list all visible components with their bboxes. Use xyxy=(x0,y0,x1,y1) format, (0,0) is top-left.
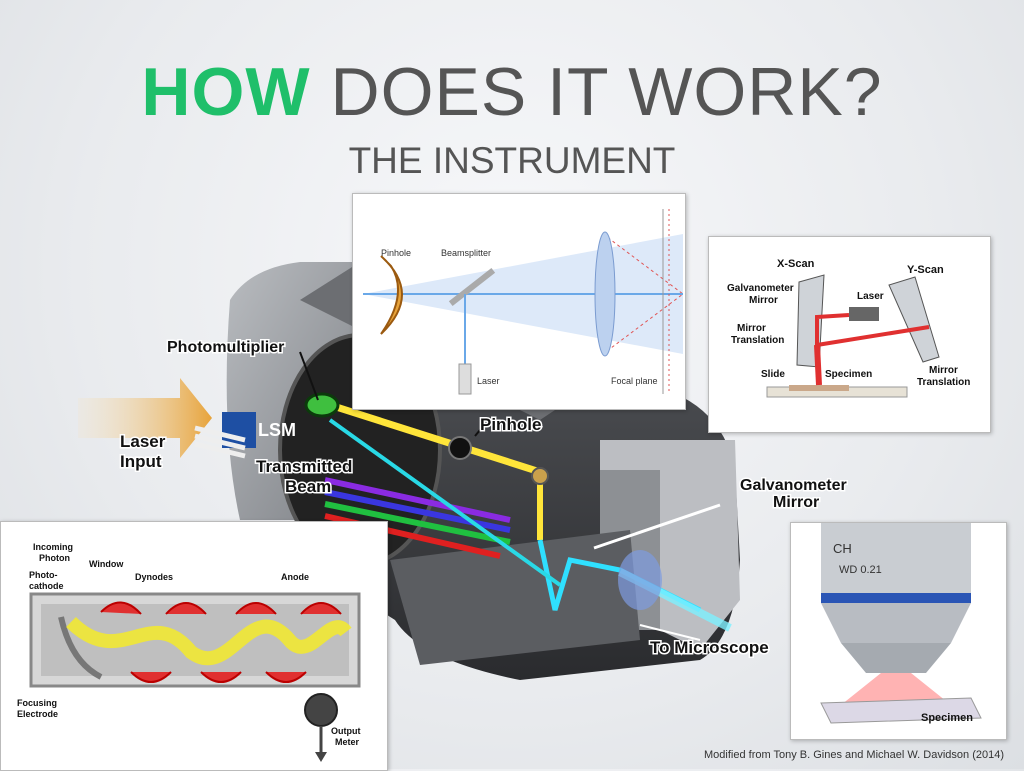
label-transmitted-2: Beam xyxy=(285,477,331,496)
brand-text: LSM xyxy=(258,420,296,440)
pmt-focusing-2: Electrode xyxy=(17,709,58,719)
pmt-photocathode-2: cathode xyxy=(29,581,64,591)
pmt-photocathode-1: Photo- xyxy=(29,570,58,580)
scan-laser-label: Laser xyxy=(857,291,884,302)
scan-slide-label: Slide xyxy=(761,369,785,380)
pointer-pmt xyxy=(299,351,319,401)
inset-pinhole-label: Pinhole xyxy=(381,248,411,258)
title-rest: DOES IT WORK? xyxy=(330,54,883,130)
label-to-microscope: To Microscope xyxy=(650,638,769,657)
pmt-focusing-1: Focusing xyxy=(17,698,57,708)
beam-yellow xyxy=(328,401,542,476)
pinhole-ring xyxy=(448,436,472,460)
scan-y-label: Y-Scan xyxy=(907,264,944,276)
scan-mirror-left-1: Mirror xyxy=(737,323,766,334)
laser-fiber xyxy=(194,425,246,459)
beam-cyan-low xyxy=(328,418,562,587)
objective-inset: CH WD 0.21 Specimen xyxy=(790,522,1007,740)
label-galvo-1: Galvanometer xyxy=(740,477,847,494)
label-laser-input-1: Laser xyxy=(120,432,166,451)
slide-title: HOW DOES IT WORK? xyxy=(0,52,1024,132)
inset-focal-plane-label: Focal plane xyxy=(611,376,658,386)
label-laser-input-2: Input xyxy=(120,452,162,471)
pmt-tube xyxy=(304,392,340,418)
scan-mirror-right-1: Mirror xyxy=(929,365,958,376)
slide-subtitle: THE INSTRUMENT xyxy=(348,140,676,181)
inset-laser-label: Laser xyxy=(477,376,500,386)
objective-engraving-2: WD 0.21 xyxy=(839,564,882,576)
pmt-output-2: Meter xyxy=(335,737,360,747)
objective-specimen-label: Specimen xyxy=(921,712,973,724)
label-photomultiplier: Photomultiplier xyxy=(167,339,284,356)
mirror-gold xyxy=(531,467,549,485)
pmt-dynodes-label: Dynodes xyxy=(135,572,173,582)
pmt-anode-label: Anode xyxy=(281,572,309,582)
pointer-microscope xyxy=(639,624,701,641)
pointer-galvo xyxy=(593,503,721,550)
scan-specimen-label: Specimen xyxy=(825,369,872,380)
pmt-window-label: Window xyxy=(89,559,124,569)
beam-violet xyxy=(324,477,511,523)
credit-text: Modified from Tony B. Gines and Michael … xyxy=(704,749,1004,761)
lens-cyl xyxy=(618,550,662,610)
pmt-output-1: Output xyxy=(331,726,361,736)
pointer-pinhole xyxy=(474,429,481,437)
label-transmitted-1: Transmitted xyxy=(256,457,352,476)
beam-green xyxy=(324,501,511,545)
scan-mirror-left-2: Translation xyxy=(731,335,784,346)
label-galvo-2: Mirror xyxy=(773,494,819,511)
pmt-inset: Incoming Photon Window Photo- cathode Dy… xyxy=(0,521,388,771)
scan-galvo-2: Mirror xyxy=(749,295,778,306)
objective-engraving-1: CH xyxy=(833,541,852,556)
laser-input-arrow xyxy=(78,378,212,458)
scan-inset: X-Scan Y-Scan Galvanometer Mirror Laser … xyxy=(708,236,991,433)
beam-blue xyxy=(324,489,511,533)
pmt-incoming-2: Photon xyxy=(39,553,70,563)
pinhole-inset: Pinhole Beamsplitter Laser Focal plane xyxy=(352,193,686,410)
scan-mirror-right-2: Translation xyxy=(917,377,970,388)
label-pinhole: Pinhole xyxy=(480,415,541,434)
pmt-incoming-1: Incoming xyxy=(33,542,73,552)
inset-beamsplitter-label: Beamsplitter xyxy=(441,248,491,258)
scan-x-label: X-Scan xyxy=(777,258,815,270)
scan-galvo-1: Galvanometer xyxy=(727,283,794,294)
title-highlight: HOW xyxy=(141,54,311,130)
